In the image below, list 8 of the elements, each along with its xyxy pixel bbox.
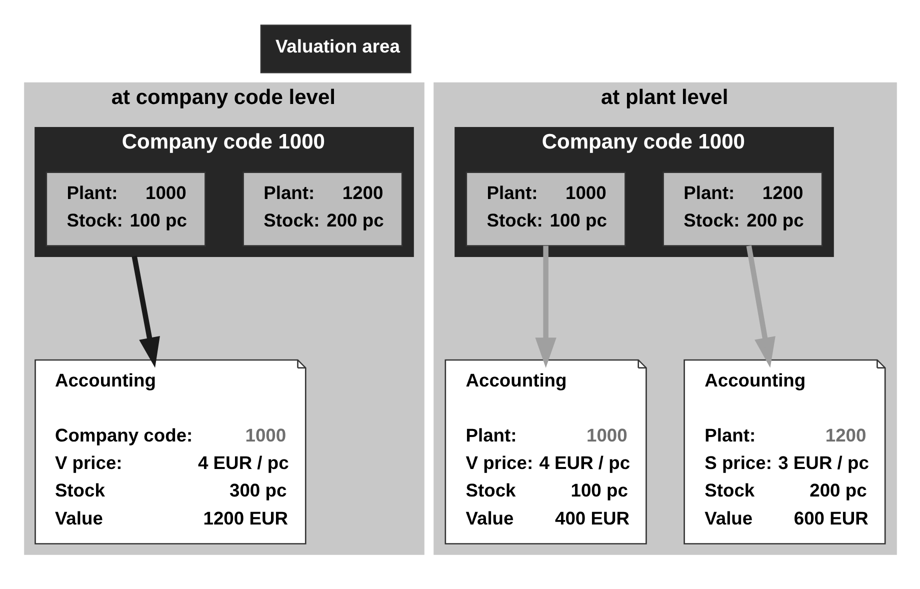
arrow: [131, 255, 160, 368]
node-box: Plant: 1200 Stock: 200 pc: [662, 171, 822, 246]
node-box: Plant: 1000 Stock: 100 pc: [45, 171, 206, 246]
arrow: [534, 245, 556, 368]
node-box: Valuation area: [260, 24, 411, 73]
node-box: Plant: 1200 Stock: 200 pc: [242, 171, 402, 246]
node-box: Plant: 1000 Stock: 100 pc: [465, 171, 626, 246]
arrow: [746, 244, 775, 368]
